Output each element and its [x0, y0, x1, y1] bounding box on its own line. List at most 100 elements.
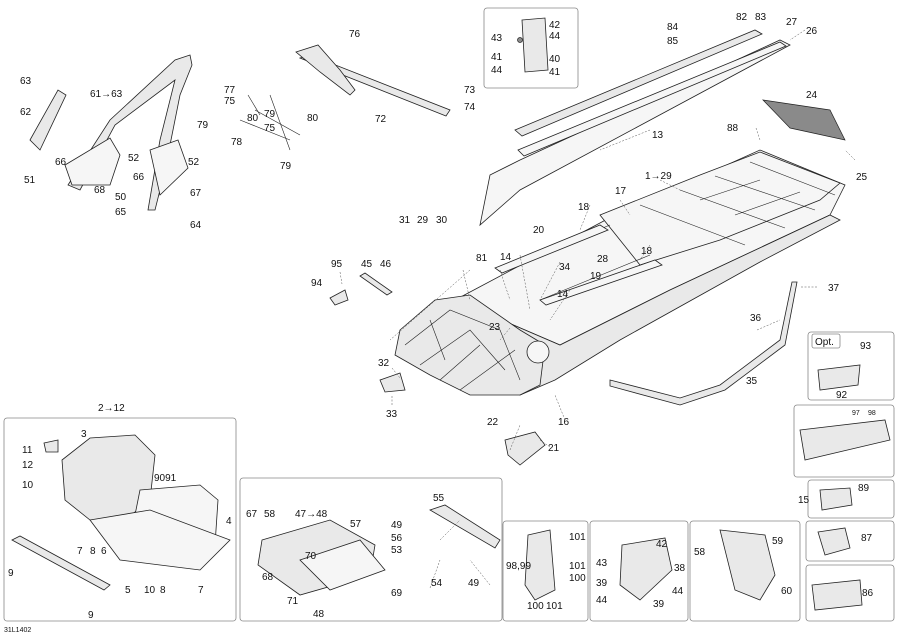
callout-46: 46 — [380, 259, 392, 270]
callout-71: 71 — [287, 596, 299, 607]
rail-20 — [494, 224, 609, 274]
callout-62: 62 — [20, 107, 32, 118]
callout-42-a: 42 — [549, 20, 561, 31]
frame-hole-large — [526, 340, 550, 364]
callout-94: 94 — [311, 278, 323, 289]
callout-7-a: 7 — [77, 546, 83, 557]
callout-84: 84 — [667, 22, 679, 33]
callout-23: 23 — [489, 322, 501, 333]
callout-38: 38 — [674, 563, 686, 574]
callout-80-b: 80 — [307, 113, 319, 124]
callout-98: 98 — [868, 410, 876, 417]
rail-strip-82 — [514, 29, 763, 137]
bracket-21 — [504, 431, 546, 466]
callout-44-c: 44 — [596, 595, 608, 606]
callout-58-a: 58 — [264, 509, 276, 520]
callout-33: 33 — [386, 409, 398, 420]
inset-box-top-brackets — [483, 7, 579, 89]
callout-8-a: 8 — [90, 546, 96, 557]
callout-87: 87 — [861, 533, 873, 544]
callout-10-b: 10 — [144, 585, 156, 596]
callout-11: 11 — [22, 445, 33, 456]
callout-41-a: 41 — [491, 52, 503, 63]
callout-7-b: 7 — [198, 585, 204, 596]
callout-79-c: 79 — [280, 161, 292, 172]
callout-18-a: 18 — [578, 202, 590, 213]
callout-78: 78 — [231, 137, 243, 148]
callout-37: 37 — [828, 283, 840, 294]
callout-2-12: 2→12 — [98, 403, 125, 414]
callout-19: 19 — [590, 271, 602, 282]
callout-28: 28 — [597, 254, 609, 265]
callout-58-b: 58 — [694, 547, 706, 558]
inset-box-skid-plate — [239, 477, 503, 622]
tunnel-ribs — [639, 161, 836, 246]
callout-3: 3 — [81, 429, 87, 440]
callout-72: 72 — [375, 114, 387, 125]
callout-49-a: 49 — [391, 520, 403, 531]
callout-27: 27 — [786, 17, 798, 28]
front-frame — [394, 294, 546, 396]
callout-15: 15 — [798, 495, 810, 506]
inset-box-bracket-87 — [805, 520, 895, 562]
callout-40: 40 — [549, 54, 561, 65]
side-brace-66-right — [149, 139, 189, 196]
callout-61-63: 61→63 — [90, 89, 123, 100]
callout-67-b: 67 — [246, 509, 258, 520]
callout-20: 20 — [533, 225, 545, 236]
part-11 — [43, 439, 59, 453]
strip-5 — [11, 535, 111, 591]
callout-16: 16 — [558, 417, 570, 428]
panel-55 — [429, 504, 501, 549]
callout-30: 30 — [436, 215, 448, 226]
part-62 — [29, 89, 67, 151]
callout-45: 45 — [361, 259, 373, 270]
callout-9-a: 9 — [8, 568, 14, 579]
inset-box-rear-cover — [3, 417, 237, 622]
callout-53: 53 — [391, 545, 403, 556]
bracket-15 — [819, 487, 853, 511]
front-frame-braces — [404, 309, 521, 391]
steering-support-61 — [67, 54, 193, 211]
callout-39-b: 39 — [653, 599, 665, 610]
inset-box-optional-footrest — [807, 331, 895, 401]
callout-10-a: 10 — [22, 480, 34, 491]
callout-43-b: 43 — [596, 558, 608, 569]
callout-51: 51 — [24, 175, 36, 186]
callout-52-a: 52 — [128, 153, 140, 164]
callout-9091: 9091 — [154, 473, 177, 484]
callout-60: 60 — [781, 586, 793, 597]
callout-101-a: 101 — [569, 532, 586, 543]
callout-64: 64 — [190, 220, 202, 231]
inset-box-bracket-a — [502, 520, 589, 622]
bracket-98-99 — [524, 529, 556, 601]
inset-box-opt-tag — [811, 333, 841, 349]
bracket-86 — [811, 579, 863, 611]
column-76 — [295, 44, 356, 96]
callout-100-b: 100 — [527, 601, 544, 612]
callout-88: 88 — [727, 123, 739, 134]
running-board-97-98 — [799, 419, 891, 461]
callout-44-d: 44 — [672, 586, 684, 597]
diagram-code: 31L1402 — [4, 627, 31, 634]
callout-39-a: 39 — [596, 578, 608, 589]
callout-9-b: 9 — [88, 610, 94, 621]
callout-29: 29 — [417, 215, 429, 226]
opt-tag-label: Opt. — [815, 337, 834, 348]
callout-93: 93 — [860, 341, 872, 352]
tunnel-rear-wedge-13 — [479, 39, 791, 227]
callout-labels: 1→29 2→12 61→63 47→48 9091 98,99 3 4 5 6… — [4, 12, 876, 634]
strap-45 — [359, 272, 393, 296]
bumper-part-24 — [762, 99, 846, 141]
callout-79-a: 79 — [197, 120, 209, 131]
bracket-58-60 — [719, 529, 776, 601]
inset-box-bracket-c — [689, 520, 801, 622]
callout-5: 5 — [125, 585, 131, 596]
callout-100-a: 100 — [569, 573, 586, 584]
part-94 — [329, 289, 349, 306]
callout-42-b: 42 — [656, 539, 668, 550]
callout-25: 25 — [856, 172, 868, 183]
callout-79-b: 79 — [264, 109, 276, 120]
callout-21: 21 — [548, 443, 560, 454]
